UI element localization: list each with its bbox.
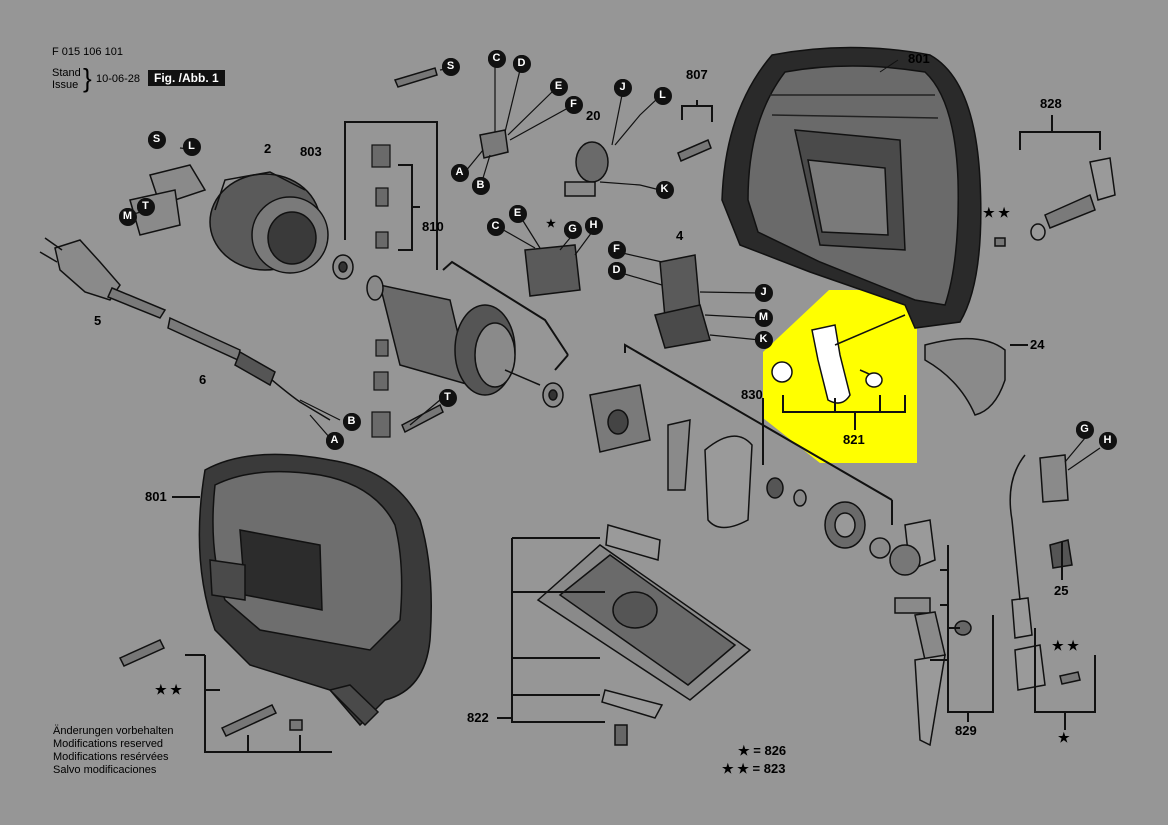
connector-label-h2: H [1099,432,1116,449]
terminal-block [479,129,581,297]
housing-left-801 [198,453,432,727]
star-mark-2: ★ ★ [983,205,1010,220]
switch-4 [654,254,711,349]
handle-24 [924,337,1006,416]
connector-label-l: L [654,87,671,104]
part-label-5: 5 [94,313,102,328]
suppressor-20 [564,141,609,197]
legend-double-star: ★ ★ = 823 [722,761,786,776]
part-label-810: 810 [422,219,444,234]
connector-label-a: A [451,164,468,181]
footer-note-fr: Modifications resérvées [53,751,169,763]
connector-label-l2: L [183,138,200,155]
brace-glyph: } [83,63,92,93]
electronics-25 [1009,454,1073,691]
star-mark-3: ★ ★ [155,682,182,697]
part-label-821: 821 [843,432,865,447]
footer-note-de: Änderungen vorbehalten [53,725,174,737]
star-mark-1: ★ [1058,730,1070,745]
connector-label-h: H [585,217,602,234]
connector-label-b2: B [343,413,360,430]
connector-label-s: S [442,58,459,75]
base-plate-822 [536,524,752,746]
part-label-803: 803 [300,144,322,159]
connector-label-m2: M [755,309,772,326]
footer-note-en: Modifications reserved [53,738,164,750]
connector-label-a2: A [326,432,343,449]
part-label-25: 25 [1054,583,1069,598]
housing-top-801 [721,46,982,329]
carbon-brushes [371,144,391,438]
issue-label: Issue [52,79,79,91]
cable-6 [167,316,331,421]
part-label-828: 828 [1040,96,1062,111]
field-coil-2 [129,164,329,274]
screws [118,67,1081,737]
star-mark-4: ★ ★ [1052,638,1079,653]
part-label-830: 830 [741,387,763,402]
part-label-822: 822 [467,710,489,725]
connector-label-g: G [564,221,581,238]
part-label-24: 24 [1030,337,1045,352]
connector-label-c: C [488,50,505,67]
plunger-829 [889,519,972,747]
part-label-829: 829 [955,723,977,738]
connector-label-k2: K [755,331,772,348]
legend-single-star: ★ = 826 [738,743,787,758]
connector-label-f: F [565,96,582,113]
connector-label-k: K [656,181,673,198]
part-label-801-top: 801 [908,51,930,66]
connector-label-t: T [137,198,154,215]
connector-label-e2: E [509,205,526,222]
part-label-4: 4 [676,228,684,243]
document-number: F 015 106 101 [52,46,123,58]
star-mark-5: ★ [546,218,556,230]
connector-label-j2: J [755,284,772,301]
figure-label: Fig. /Abb. 1 [148,70,225,86]
connector-label-c2: C [487,218,504,235]
power-plug-5 [39,237,167,319]
bearing-plate-830 [589,384,753,529]
connector-label-e: E [550,78,567,95]
part-label-2: 2 [264,141,272,156]
connector-label-s2: S [148,131,165,148]
connector-label-t2: T [439,389,456,406]
bearings [332,254,891,559]
footer-note-es: Salvo modificaciones [53,764,157,776]
lever-821 [771,314,906,404]
connector-label-d: D [513,55,530,72]
connector-label-f2: F [608,241,625,258]
part-label-20: 20 [586,108,601,123]
issue-date: 10-06-28 [96,73,141,85]
part-label-6: 6 [199,372,207,387]
connector-label-j: J [614,79,631,96]
connector-label-g2: G [1076,421,1093,438]
part-label-801-bottom: 801 [145,489,167,504]
connector-label-d2: D [608,262,625,279]
knob-828 [1030,157,1116,241]
gear [766,477,866,549]
part-label-807: 807 [686,67,708,82]
connector-label-b: B [472,177,489,194]
connector-label-m: M [119,208,136,225]
stand-label: Stand [52,67,81,79]
leader-lines [172,100,1101,753]
armature [366,275,541,396]
wire-lines [129,62,1101,471]
